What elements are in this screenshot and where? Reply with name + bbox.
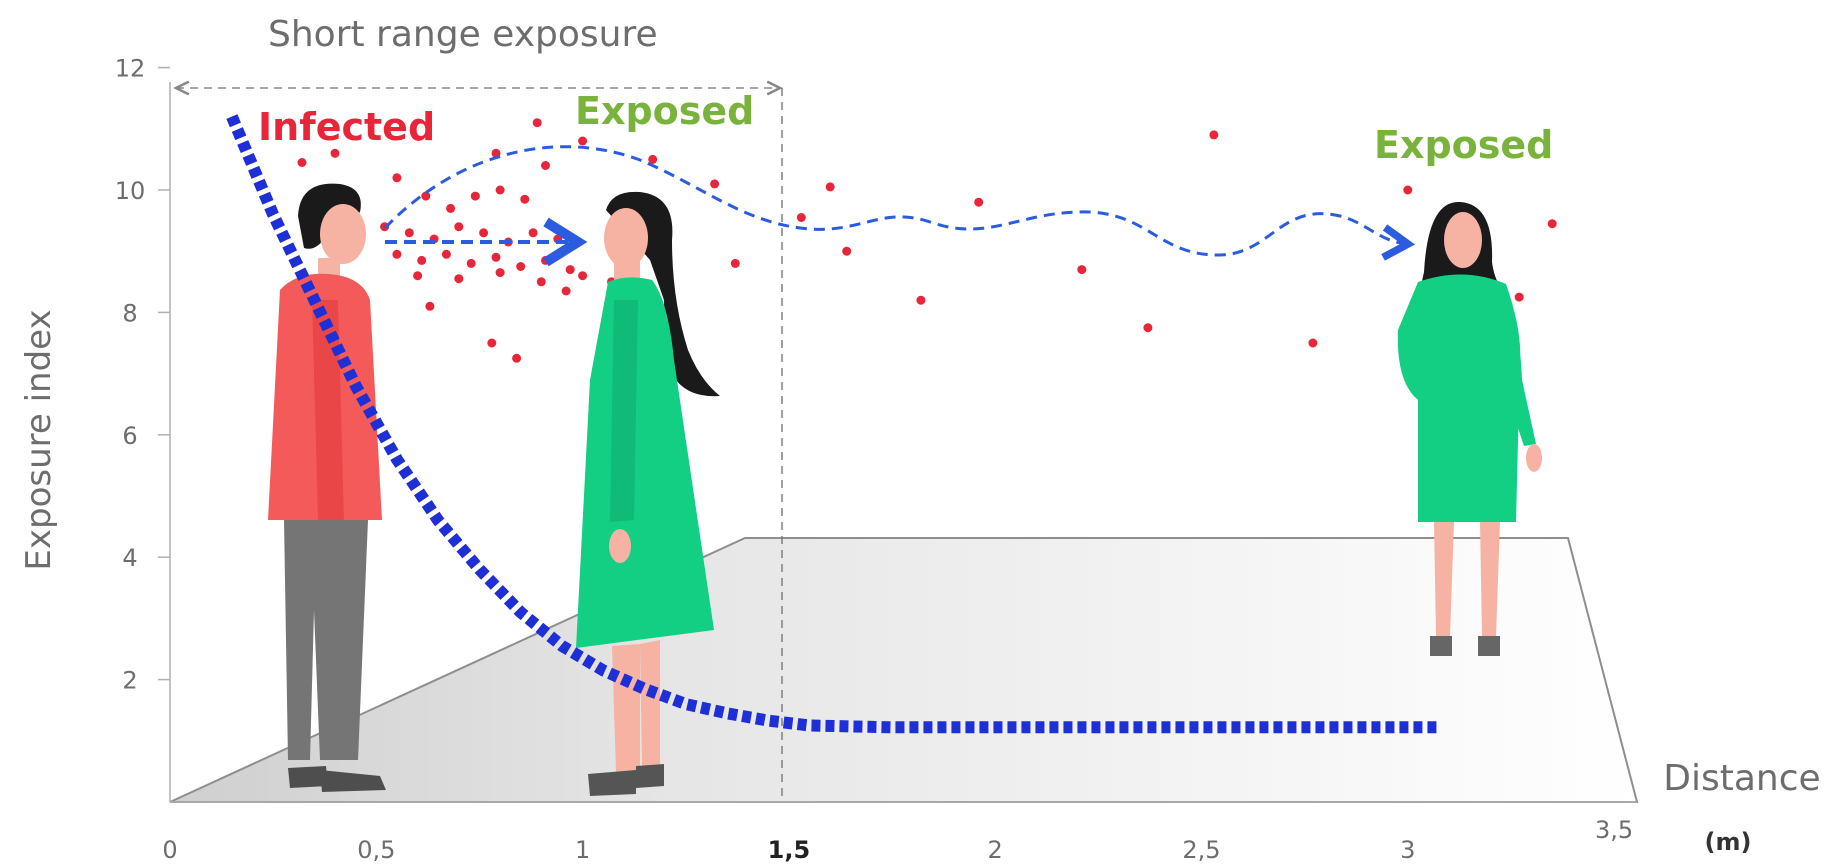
far-exposed-person-arm: [1500, 292, 1536, 446]
x-tick-label: 1: [575, 836, 590, 864]
droplet-38: [578, 136, 588, 146]
droplet-0: [297, 158, 307, 167]
x-tick-labels: 0 0,5 1 1,5 2 2,5 3 3,5: [162, 816, 1633, 864]
x-axis-label: Distance: [1663, 758, 1820, 799]
droplet-9: [404, 228, 414, 238]
y-tick-label: 12: [115, 55, 146, 83]
x-tick-label: 1,5: [768, 836, 811, 864]
exposed-far-label: Exposed: [1374, 123, 1553, 167]
near-exposed-person-neck: [614, 258, 640, 282]
x-tick-label: 2: [988, 836, 1003, 864]
droplet-18: [441, 249, 451, 259]
y-axis-label: Exposure index: [19, 309, 59, 570]
x-tick-label: 0,5: [357, 836, 395, 864]
droplet-39: [648, 154, 658, 164]
near-exposed-person-hair: [606, 191, 720, 397]
droplet-5: [470, 191, 480, 201]
droplet-46: [974, 197, 984, 207]
near-exposed-person-shoes: [588, 764, 664, 796]
y-tick-marks: 2 4 6 8 10 12: [115, 55, 170, 695]
far-exposed-person-hand: [1526, 444, 1542, 472]
droplet-33: [512, 353, 522, 363]
droplet-41: [730, 258, 740, 268]
y-tick-label: 10: [115, 177, 146, 205]
near-exposed-person-arm: [610, 300, 638, 522]
infected-person-face: [320, 204, 366, 264]
droplet-47: [1077, 265, 1087, 275]
floor-plane: [169, 537, 1639, 803]
droplet-26: [495, 268, 505, 278]
droplet-44: [842, 246, 852, 256]
y-tick-label: 8: [122, 299, 137, 327]
x-tick-label: 3: [1400, 836, 1415, 864]
droplet-23: [565, 265, 575, 275]
droplet-37: [541, 161, 550, 170]
x-tick-label: 3,5: [1595, 816, 1633, 844]
y-tick-label: 4: [122, 544, 137, 572]
x-tick-label: 2,5: [1182, 836, 1220, 864]
droplet-4: [446, 203, 456, 213]
droplet-28: [578, 271, 588, 281]
droplet-42: [796, 213, 806, 222]
droplet-24: [413, 271, 423, 281]
droplet-7: [520, 194, 530, 204]
infected-person-figure: [268, 183, 386, 792]
y-tick-label: 2: [122, 667, 137, 695]
droplet-45: [916, 295, 926, 305]
far-exposed-person-legs: [1434, 522, 1500, 636]
droplet-2: [392, 173, 402, 183]
near-exposed-person-hand: [609, 529, 631, 563]
droplet-6: [495, 185, 505, 195]
droplet-35: [532, 118, 542, 128]
droplet-49: [1209, 130, 1219, 140]
y-tick-label: 6: [122, 422, 137, 450]
droplet-29: [561, 286, 571, 296]
droplet-17: [417, 255, 427, 265]
droplet-14: [528, 228, 538, 238]
x-axis-unit: (m): [1705, 828, 1752, 856]
exposure-curve: [226, 114, 1437, 734]
far-exposed-person-face: [1444, 212, 1482, 268]
droplet-40: [710, 179, 720, 189]
far-exposed-person-figure: [1397, 201, 1542, 656]
droplet-12: [479, 228, 489, 238]
infected-label: Infected: [258, 105, 435, 149]
far-exposed-person-dress: [1397, 274, 1521, 522]
droplet-27: [536, 277, 546, 287]
droplet-31: [425, 301, 435, 311]
airflow-long-arrow: [383, 145, 1416, 261]
droplet-1: [330, 148, 340, 158]
far-exposed-person-shoes: [1430, 636, 1500, 656]
droplet-32: [487, 338, 497, 348]
near-exposed-person-dress: [576, 277, 714, 648]
diagram-title: Short range exposure: [268, 14, 658, 55]
droplet-50: [1308, 338, 1318, 348]
x-tick-label: 0: [162, 836, 177, 864]
droplet-21: [516, 262, 526, 271]
near-exposed-person-figure: [576, 191, 720, 796]
droplet-cloud: [297, 118, 1557, 363]
exposed-near-label: Exposed: [575, 89, 754, 133]
infected-person-trousers: [284, 520, 368, 760]
droplet-16: [392, 249, 402, 259]
near-exposed-person-legs: [612, 640, 660, 772]
droplet-20: [491, 252, 501, 262]
infected-person-shoes: [288, 766, 386, 792]
droplet-22: [541, 255, 550, 265]
droplet-48: [1143, 323, 1153, 333]
droplet-52: [1514, 292, 1524, 302]
droplet-25: [454, 274, 464, 284]
droplet-3: [421, 191, 431, 201]
droplet-53: [1547, 219, 1557, 229]
droplet-51: [1403, 185, 1413, 195]
droplet-43: [825, 182, 835, 192]
near-exposed-person-face: [604, 208, 648, 268]
droplet-19: [466, 258, 476, 268]
droplet-11: [454, 222, 464, 232]
